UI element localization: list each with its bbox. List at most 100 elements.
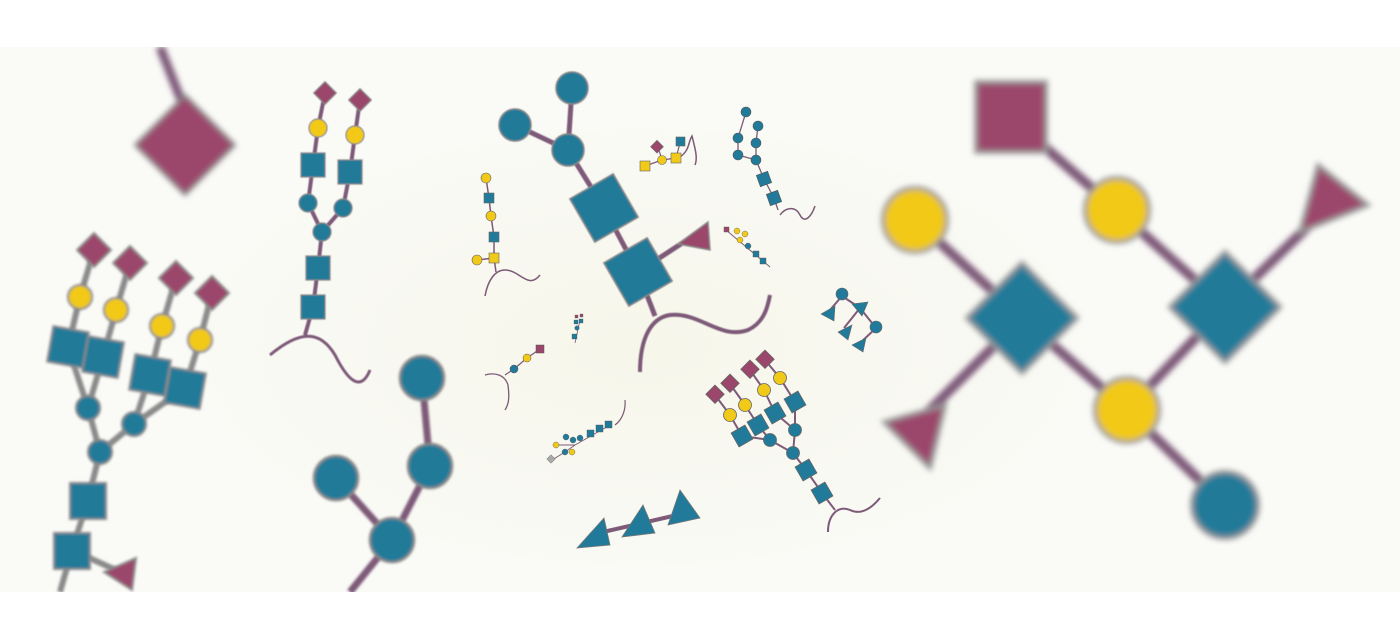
blue-circle-icon [561, 448, 569, 456]
yellow-circle-icon [773, 371, 787, 385]
blue-square-icon [568, 172, 640, 244]
magenta-diamond-icon [740, 359, 760, 380]
magenta-diamond-icon [193, 274, 231, 312]
yellow-circle-icon [881, 186, 949, 254]
triangle-icon [621, 504, 656, 538]
yellow-circle-icon [1083, 176, 1151, 244]
blue-square-icon [483, 192, 495, 204]
glycan-structure-icon [312, 354, 454, 592]
magenta-diamond-icon [535, 344, 545, 354]
triangle-icon [101, 556, 138, 592]
protein-backbone-curve-icon [614, 399, 626, 426]
blue-circle-icon [744, 242, 752, 250]
yellow-circle-icon [103, 297, 129, 323]
blue-circle-icon [333, 198, 353, 218]
glycan-structure-icon [639, 134, 697, 172]
blue-circle-icon [368, 516, 416, 564]
blue-circle-icon [752, 120, 764, 132]
triangle-icon [820, 305, 836, 322]
blue-circle-icon [398, 354, 446, 402]
blue-circle-icon [576, 434, 584, 442]
yellow-square-icon [488, 252, 500, 264]
blue-circle-icon [498, 108, 532, 142]
blue-square-icon [80, 334, 126, 380]
blue-circle-icon [1190, 470, 1260, 540]
blue-circle-icon [298, 193, 318, 213]
yellow-circle-icon [480, 172, 492, 184]
protein-backbone-curve-icon [679, 134, 697, 166]
blue-square-icon [53, 532, 91, 570]
magenta-diamond-icon [650, 139, 664, 154]
yellow-circle-icon [485, 210, 497, 222]
blue-square-icon [752, 250, 760, 258]
glycan-structure-icon [571, 313, 584, 344]
blue-square-icon [763, 401, 787, 425]
blue-circle-icon [740, 106, 752, 118]
blue-square-icon [730, 424, 754, 448]
blue-square-icon [595, 424, 604, 433]
blue-circle-icon [869, 320, 883, 334]
blue-circle-icon [786, 446, 800, 460]
protein-backbone-curve-icon [827, 497, 881, 533]
magenta-diamond-icon [579, 313, 584, 318]
blue-square-icon [602, 236, 674, 308]
blue-square-icon [759, 257, 767, 265]
blue-circle-icon [555, 71, 589, 105]
blue-circle-icon [406, 442, 454, 490]
blue-square-icon [765, 189, 783, 207]
blue-square-icon [1167, 249, 1283, 365]
blue-circle-icon [551, 133, 585, 167]
glycan-structure-icon [546, 399, 626, 464]
blue-circle-icon [562, 433, 570, 441]
triangle-icon [676, 220, 711, 251]
yellow-circle-icon [187, 327, 213, 353]
blue-square-icon [573, 319, 579, 325]
blue-circle-icon [750, 154, 762, 166]
blue-square-icon [755, 170, 773, 188]
magenta-diamond-icon [75, 231, 113, 269]
yellow-circle-icon [568, 448, 576, 456]
blue-circle-icon [312, 454, 360, 502]
magenta-diamond-icon [347, 87, 373, 113]
blue-square-icon [300, 294, 326, 320]
blue-square-icon [300, 152, 326, 178]
yellow-circle-icon [308, 118, 328, 138]
triangle-icon [667, 489, 701, 526]
blue-square-icon [586, 429, 595, 438]
protein-backbone-curve-icon [638, 294, 772, 373]
magenta-diamond-icon [133, 93, 237, 197]
yellow-circle-icon [733, 227, 741, 235]
glycan-structure-icon [471, 172, 541, 297]
magenta-diamond-icon [574, 314, 579, 319]
yellow-circle-icon [149, 313, 175, 339]
blue-circle-icon [75, 395, 101, 421]
bottom-bar [0, 592, 1400, 625]
blue-square-icon [488, 231, 500, 243]
blue-square-icon [964, 260, 1080, 376]
blue-square-icon [810, 481, 834, 505]
yellow-circle-icon [741, 230, 749, 238]
yellow-circle-icon [757, 383, 771, 397]
protein-backbone-curve-icon [484, 269, 541, 297]
blue-square-icon [675, 136, 686, 147]
blue-circle-icon [732, 149, 744, 161]
glycan-structure-icon [820, 287, 883, 353]
yellow-square-icon [639, 160, 651, 172]
glycan-structure-icon [723, 226, 771, 268]
glycan-structure-icon [133, 47, 237, 197]
triangle-icon [880, 402, 948, 472]
triangle-icon [837, 324, 853, 341]
blue-square-icon [337, 159, 363, 185]
protein-backbone-curve-icon [484, 373, 510, 411]
blue-square-icon [305, 255, 331, 281]
glycan-structure-icon [880, 80, 1372, 540]
magenta-diamond-icon [723, 226, 730, 233]
yellow-circle-icon [736, 236, 744, 244]
glycan-structure-icon [269, 80, 373, 384]
blue-circle-icon [835, 287, 849, 301]
blue-circle-icon [87, 439, 113, 465]
blue-circle-icon [121, 411, 147, 437]
glycan-structure-icon [732, 106, 816, 220]
gray-diamond-icon [546, 454, 556, 464]
blue-square-icon [162, 365, 208, 411]
